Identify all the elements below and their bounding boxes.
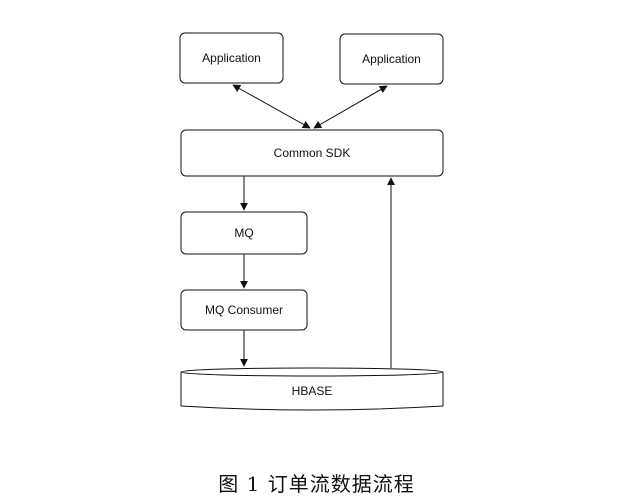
application-left-label: Application (202, 51, 261, 65)
figure-caption: 图 1 订单流数据流程 (218, 472, 415, 496)
application-left-node: Application (179, 32, 284, 84)
application-right-label: Application (362, 52, 421, 66)
common-sdk-label: Common SDK (274, 146, 351, 160)
mq-label: MQ (234, 226, 253, 240)
application-right-node: Application (339, 33, 444, 85)
common-sdk-node: Common SDK (180, 129, 444, 177)
mq-consumer-node: MQ Consumer (180, 289, 308, 331)
edge-sdk-app-left (232, 84, 311, 129)
hbase-node: HBASE (180, 367, 444, 411)
edge-sdk-app-right (313, 85, 388, 129)
mq-consumer-label: MQ Consumer (205, 303, 283, 317)
mq-node: MQ (180, 211, 308, 255)
hbase-label: HBASE (292, 384, 333, 398)
